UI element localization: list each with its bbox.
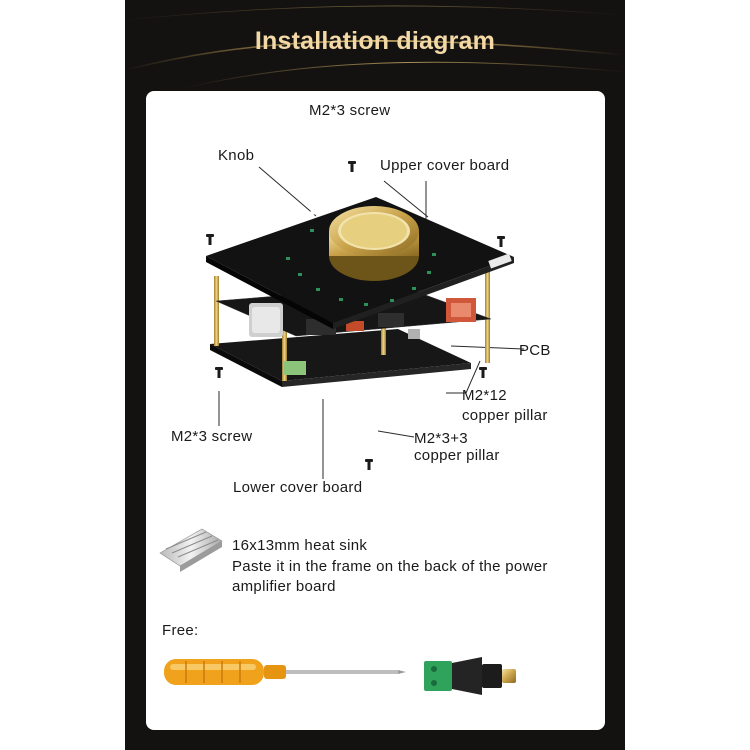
label-knob: Knob: [218, 147, 255, 164]
knob-icon: [329, 206, 419, 281]
label-top-screw: M2*3 screw: [309, 102, 391, 119]
label-copper-pillar-12: copper pillar: [462, 407, 548, 424]
installation-artwork: [159, 161, 525, 695]
label-copper-pillar-33: copper pillar: [414, 447, 500, 464]
heat-sink-description-1: Paste it in the frame on the back of the…: [232, 558, 548, 575]
label-lower-cover-board: Lower cover board: [233, 479, 363, 496]
heat-sink-title: 16x13mm heat sink: [232, 537, 368, 554]
label-m2-3-3: M2*3+3: [414, 430, 468, 447]
dc-connector-icon: [424, 657, 516, 695]
copper-pillar-group: [214, 265, 490, 381]
label-pcb: PCB: [519, 342, 551, 359]
screw-icon: [206, 161, 505, 470]
lower-cover-board: [210, 329, 471, 387]
frame: Installation diagram: [125, 0, 625, 750]
label-m2-12: M2*12: [462, 387, 507, 404]
label-bottom-screw: M2*3 screw: [171, 428, 253, 445]
gold-swoosh-decoration: [125, 5, 625, 89]
screwdriver-icon: [164, 659, 406, 685]
free-label: Free:: [162, 622, 199, 639]
heat-sink-description-2: amplifier board: [232, 578, 336, 595]
heat-sink-icon: [159, 528, 223, 572]
label-upper-cover-board: Upper cover board: [380, 157, 510, 174]
page-title: Installation diagram: [254, 27, 496, 55]
diagram-card: M2*3 screw Knob Upper cover board PCB M2…: [146, 91, 605, 730]
